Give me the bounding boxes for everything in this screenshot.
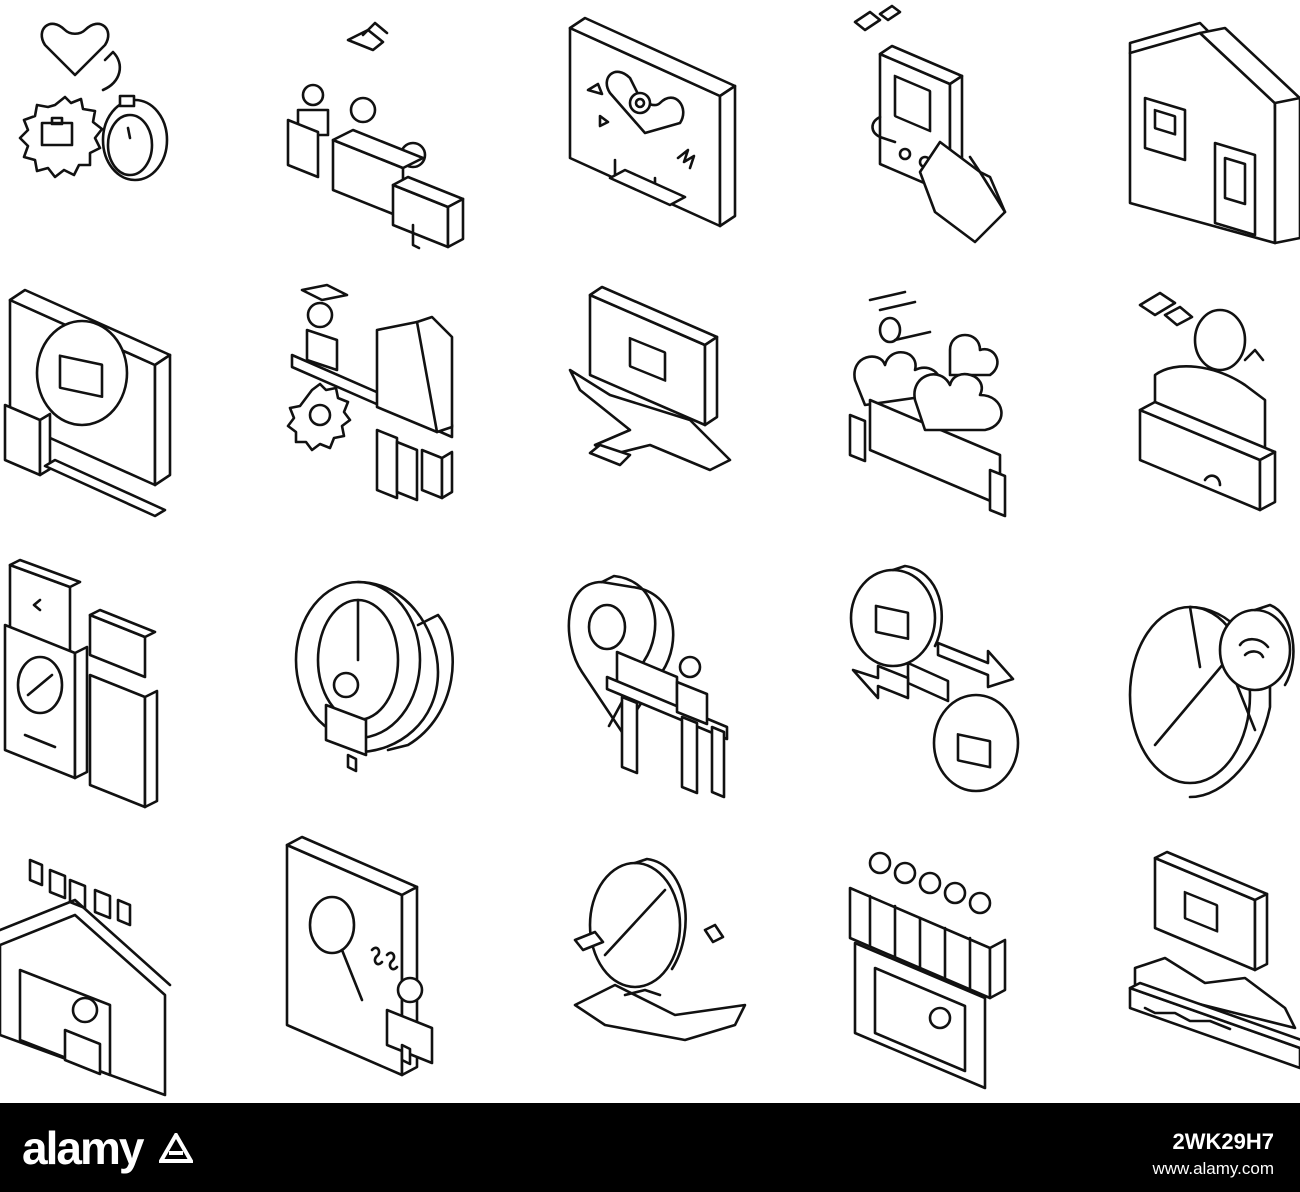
smartphone-in-hand-icon: [850, 2, 1090, 252]
alamy-logo: alamy: [22, 1121, 194, 1175]
hand-holding-clock-icon: [565, 857, 805, 1110]
manager-gear-chart-icon: [282, 280, 522, 530]
job-search-magnifier-icon: [282, 835, 522, 1085]
alamy-logo-text: alamy: [22, 1122, 144, 1174]
team-meeting-office-icon: [268, 10, 508, 260]
stress-clouds-workers-icon: [840, 290, 1080, 540]
stock-url: www.alamy.com: [1152, 1159, 1274, 1178]
passport-documents-icon: [0, 555, 240, 809]
person-lightbulb-idea-icon: [288, 575, 528, 825]
home-worker-house-icon: [0, 850, 240, 1100]
icon-grid: [0, 0, 1300, 1100]
shop-employees-awning-icon: [845, 848, 1085, 1098]
computer-job-briefcase-icon: [0, 285, 240, 535]
stock-footer-bar: alamy 2WK29H7 www.alamy.com: [0, 1103, 1300, 1192]
alamy-logo-mark-icon: [159, 1132, 194, 1163]
location-pin-workers-icon: [562, 572, 802, 822]
home-office-door-icon: [1125, 18, 1300, 268]
employee-desk-icon: [1130, 285, 1300, 535]
remote-work-travel-airplane-icon: [560, 280, 800, 530]
beach-briefcase-monitor-icon: [1125, 848, 1300, 1098]
job-exchange-arrows-icon: [848, 564, 1088, 818]
monitor-heart-gear-icon: [560, 8, 800, 258]
time-off-clock-icon: [1125, 600, 1300, 850]
work-life-balance-gear-heart-clock-icon: [0, 0, 240, 250]
image-id: 2WK29H7: [1172, 1129, 1274, 1154]
